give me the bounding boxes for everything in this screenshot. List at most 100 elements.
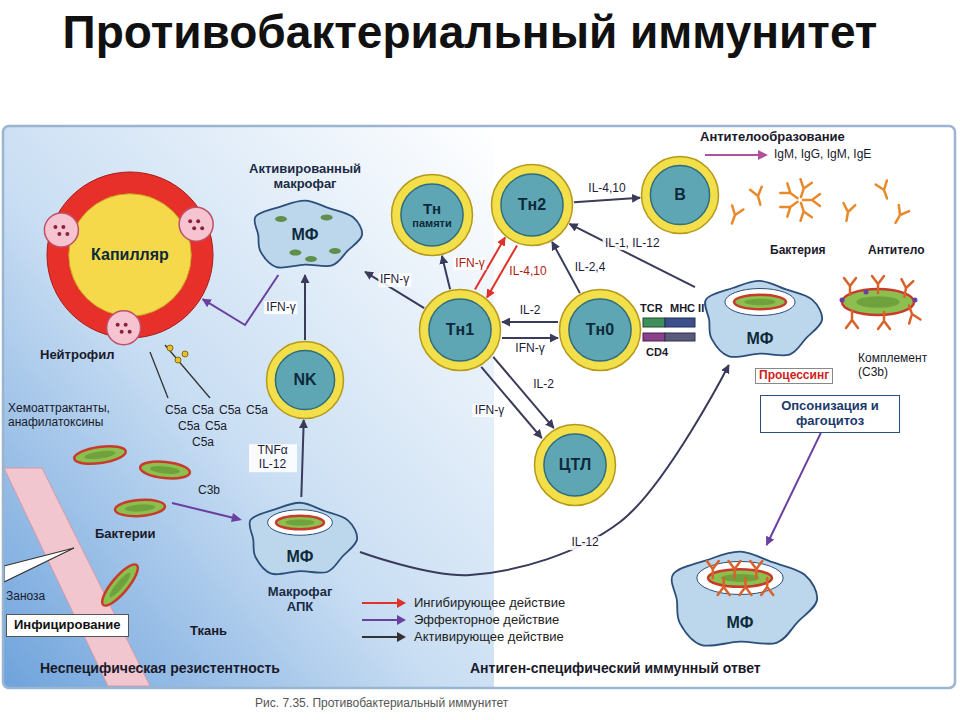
cell-nucleus bbox=[569, 299, 631, 361]
arrow-connector bbox=[574, 198, 640, 202]
antibody-arrow bbox=[705, 154, 758, 156]
chemotaxis-line bbox=[165, 345, 210, 398]
node-label: В bbox=[674, 186, 686, 204]
node-label: памяти bbox=[412, 217, 451, 230]
text-label: CD4 bbox=[646, 346, 668, 359]
capillary-vessel: Капилляр bbox=[45, 170, 215, 340]
bacterium-body bbox=[115, 498, 166, 517]
cell-nucleus bbox=[401, 184, 463, 246]
text-label: C5a bbox=[178, 420, 200, 434]
text-label: C5a bbox=[192, 436, 214, 450]
arrow-connector bbox=[301, 420, 303, 497]
antibody-symbol bbox=[899, 279, 914, 298]
text-label: Заноза bbox=[6, 590, 45, 604]
antibody-symbol bbox=[803, 194, 820, 206]
text-label: Нейтрофил bbox=[40, 348, 114, 363]
bacterium-body bbox=[97, 560, 143, 610]
edge-label: IL-2 bbox=[518, 304, 543, 318]
bacterium bbox=[97, 560, 143, 610]
macrophage-cell: МФ bbox=[660, 545, 820, 655]
debris bbox=[305, 256, 317, 262]
bacterium-body bbox=[73, 443, 127, 466]
legend-text: Эффекторное действие bbox=[414, 612, 559, 627]
antibody-symbol bbox=[718, 578, 730, 595]
antibody-symbol bbox=[750, 187, 766, 207]
granule bbox=[188, 219, 192, 223]
legend-sample bbox=[360, 614, 408, 626]
antibody-symbol bbox=[876, 180, 893, 200]
legend-line bbox=[362, 619, 398, 621]
text-label: Антителообразование bbox=[700, 130, 845, 145]
cell-shape bbox=[240, 497, 360, 582]
neutrophil bbox=[179, 207, 213, 241]
debris bbox=[275, 216, 287, 222]
granule bbox=[182, 351, 188, 357]
cell-shape bbox=[695, 275, 825, 365]
edge-label: IL-4,10 bbox=[507, 265, 548, 279]
granule bbox=[65, 232, 69, 236]
legend-row: Активирующее действие bbox=[360, 628, 565, 645]
text-label: Комплемент (C3b) bbox=[858, 352, 950, 380]
legend-row: Эффекторное действие bbox=[360, 611, 565, 628]
antibody-symbol bbox=[844, 278, 856, 295]
cell-membrane bbox=[420, 290, 501, 371]
antibody-symbol bbox=[872, 276, 884, 293]
granule bbox=[124, 323, 128, 327]
arrow-connector bbox=[365, 272, 424, 308]
edge-label: IFN-γ bbox=[378, 273, 411, 287]
edge-label: IL-2,4 bbox=[573, 261, 608, 275]
c3b-arrow bbox=[172, 503, 234, 518]
antibody-symbol bbox=[761, 578, 773, 595]
cell-nucleus bbox=[501, 174, 563, 236]
text-label: C5a bbox=[219, 404, 241, 418]
legend-line bbox=[362, 636, 398, 638]
text-label: Бактерии bbox=[95, 527, 156, 542]
cell-circle: В bbox=[640, 155, 720, 235]
cell-membrane bbox=[492, 165, 573, 246]
bacterium bbox=[276, 516, 324, 530]
macrophage-membrane bbox=[672, 552, 818, 646]
phagosome bbox=[697, 562, 783, 595]
mhc-molecule bbox=[665, 333, 695, 341]
bacterium-core bbox=[856, 296, 899, 308]
antibody-symbol bbox=[878, 312, 890, 329]
antibody-symbol bbox=[780, 197, 801, 217]
edge-label: IL-12 bbox=[569, 537, 600, 551]
granule bbox=[128, 330, 132, 334]
granule bbox=[196, 219, 200, 223]
bacterium-core bbox=[150, 465, 181, 475]
edge-label: IFN-γ bbox=[513, 342, 546, 356]
arrow-connector bbox=[767, 433, 821, 545]
granule bbox=[116, 323, 120, 327]
node-label: Инфицирование bbox=[14, 618, 121, 633]
legend-arrowhead bbox=[397, 598, 406, 608]
phagosome bbox=[268, 510, 333, 536]
legend-sample bbox=[360, 597, 408, 609]
cell-circle: ЦТЛ bbox=[533, 423, 617, 507]
complement-dot bbox=[913, 298, 918, 303]
antibody-symbol bbox=[795, 179, 812, 199]
node-label: Тн2 bbox=[518, 196, 546, 214]
bacterium-body bbox=[276, 516, 324, 530]
text-label: IgM, IgG, IgM, IgE bbox=[774, 148, 871, 162]
cell-shape bbox=[660, 545, 820, 655]
process-box: Опсонизация и фагоцитоз bbox=[760, 395, 900, 433]
legend-text: Ингибирующее действие bbox=[414, 595, 565, 610]
cell-membrane bbox=[642, 157, 719, 234]
vessel-lumen bbox=[69, 194, 191, 316]
diagram-panel bbox=[3, 126, 955, 688]
text-label: C5a bbox=[246, 404, 268, 418]
node-label: NK bbox=[293, 371, 316, 389]
complement-dot bbox=[864, 290, 869, 295]
arrow-connector bbox=[502, 321, 558, 323]
cell-membrane bbox=[267, 342, 344, 419]
process-box: Инфицирование bbox=[6, 614, 129, 637]
macrophage-membrane bbox=[254, 201, 362, 268]
text-label: C5a bbox=[192, 404, 214, 418]
cell-membrane bbox=[392, 175, 473, 256]
text-label: Бактерия bbox=[770, 244, 826, 258]
text-label: TCR bbox=[640, 302, 663, 315]
cell-circle: Тн0 bbox=[558, 288, 642, 372]
caption: Рис. 7.35. Противобактериальный иммуните… bbox=[255, 696, 508, 710]
